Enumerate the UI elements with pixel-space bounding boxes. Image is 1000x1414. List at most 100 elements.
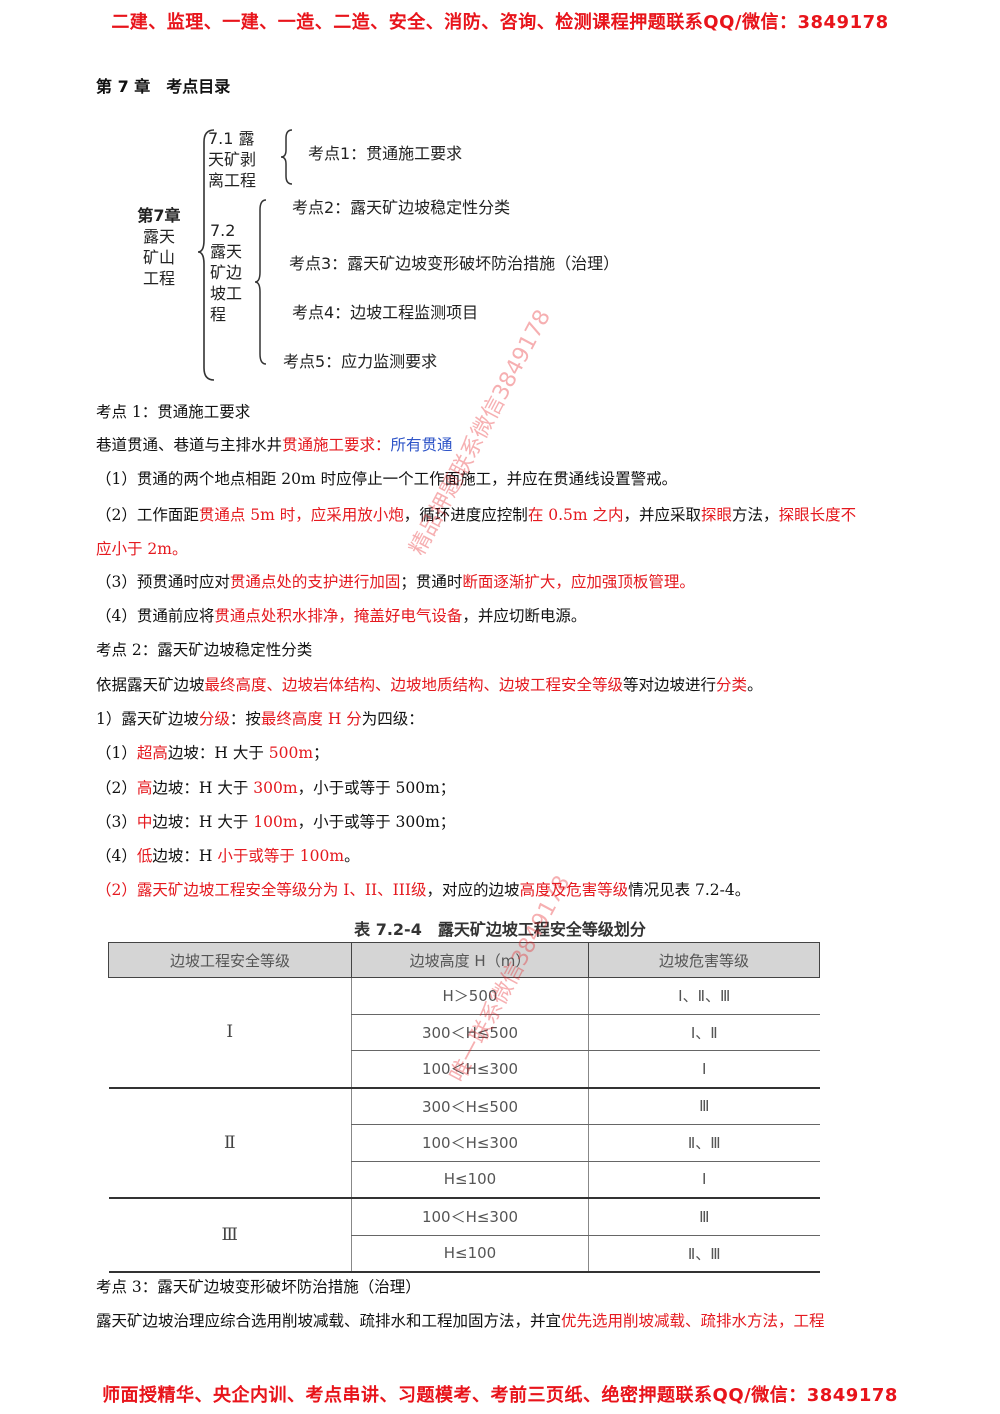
mindmap-root-line: 露天 bbox=[142, 227, 175, 246]
text-span: 为四级： bbox=[361, 710, 424, 728]
height-cell: H≤100 bbox=[351, 1160, 589, 1199]
text-span: 依据露天矿边坡 bbox=[96, 676, 205, 694]
table-header: 边坡危害等级 bbox=[588, 942, 820, 978]
mindmap-section-line: 坡工 bbox=[210, 284, 243, 303]
kd2-heading: 考点 2：露天矿边坡稳定性分类 bbox=[96, 641, 313, 659]
grade-cell: Ⅰ bbox=[108, 977, 352, 1089]
table-row: 100＜H≤300 Ⅰ bbox=[108, 1050, 820, 1089]
text-line: 依据露天矿边坡最终高度、边坡岩体结构、边坡地质结构、边坡工程安全等级等对边坡进行… bbox=[96, 675, 763, 695]
text-line: （2）工作面距贯通点 5m 时，应采用放小炮，循环进度应控制在 0.5m 之内，… bbox=[96, 505, 856, 525]
text-span: ；贯通时 bbox=[400, 573, 463, 591]
highlight-text: 探眼 bbox=[701, 506, 733, 524]
highlight-text: 贯通点处的支护进行加固 bbox=[229, 573, 401, 591]
highlight-text: 100m bbox=[253, 813, 298, 831]
chapter-title: 第 7 章 考点目录 bbox=[96, 77, 231, 96]
text-span: 巷道贯通、巷道与主排水井 bbox=[96, 436, 283, 454]
highlight-text: 贯通施工要求： bbox=[282, 436, 391, 454]
mindmap-root: 第7章 露天 矿山 工程 bbox=[136, 205, 182, 289]
grade-cell: Ⅲ bbox=[108, 1197, 352, 1273]
highlight-text: 500m bbox=[268, 744, 314, 762]
table-row: H≤100 Ⅱ、Ⅲ bbox=[109, 1234, 820, 1273]
highlight-text: 探眼长度不 bbox=[778, 506, 857, 524]
text-span: 。 bbox=[344, 847, 360, 865]
height-cell: 100＜H≤300 bbox=[351, 1124, 589, 1162]
section2-brace bbox=[254, 199, 267, 365]
text-span: ，并应采取 bbox=[623, 506, 702, 524]
text-line: （2）高边坡：H 大于 300m，小于或等于 500m； bbox=[96, 778, 455, 798]
text-span: ，对应的边坡 bbox=[426, 881, 520, 899]
root-brace bbox=[197, 129, 215, 381]
height-cell: 100＜H≤300 bbox=[351, 1050, 589, 1089]
table-row: H≤100 Ⅰ bbox=[109, 1160, 820, 1199]
highlight-text: 最终高度 H 分 bbox=[260, 710, 362, 728]
height-cell: 300＜H≤500 bbox=[351, 1013, 589, 1051]
highlight-text: 低 bbox=[136, 847, 153, 865]
highlight-text: 300m bbox=[253, 779, 298, 797]
text-span: （2）工作面距 bbox=[96, 506, 199, 524]
table-row: Ⅰ H＞500 Ⅰ、Ⅱ、Ⅲ bbox=[108, 977, 820, 1089]
text-span: 边坡：H bbox=[152, 847, 218, 865]
text-span: 边坡：H 大于 bbox=[152, 813, 254, 831]
highlight-text: 分类 bbox=[716, 676, 748, 694]
hazard-cell: Ⅰ、Ⅱ bbox=[588, 1013, 820, 1051]
hazard-cell: Ⅰ bbox=[588, 1050, 820, 1089]
highlight-text: 所有贯通 bbox=[390, 436, 453, 454]
mindmap-section-line: 7.1 露 bbox=[208, 129, 255, 148]
highlight-text: 最终高度、边坡岩体结构、边坡地质结构、边坡工程安全等级 bbox=[204, 676, 624, 694]
text-line: （2）露天矿边坡工程安全等级分为 I、II、III级，对应的边坡高度及危害等级情… bbox=[96, 880, 750, 900]
hazard-cell: Ⅲ bbox=[588, 1197, 820, 1236]
table-row: 100＜H≤300 Ⅱ、Ⅲ bbox=[109, 1124, 820, 1162]
text-span: 露天矿边坡治理应综合选用削坡减载、疏排水和工程加固方法，并宜 bbox=[96, 1312, 562, 1330]
text-line: （1）超高边坡：H 大于 500m； bbox=[96, 743, 329, 763]
text-span: 等对边坡进行 bbox=[623, 676, 717, 694]
text-span: ：按 bbox=[229, 710, 261, 728]
highlight-text: 贯通点 5m 时，应采用放小炮 bbox=[198, 506, 404, 524]
text-span: （4）贯通前应将 bbox=[96, 607, 215, 625]
highlight-text: 高度及危害等级 bbox=[519, 881, 629, 899]
text-span: 边坡：H 大于 bbox=[167, 744, 269, 762]
hazard-cell: Ⅲ bbox=[588, 1087, 820, 1125]
highlight-text: （2）露天矿边坡工程 bbox=[96, 881, 246, 899]
mindmap-kd5: 考点5：应力监测要求 bbox=[283, 352, 438, 371]
text-span: （3）预贯通时应对 bbox=[96, 573, 230, 591]
text-line: 露天矿边坡治理应综合选用削坡减载、疏排水和工程加固方法，并宜优先选用削坡减载、疏… bbox=[96, 1311, 825, 1331]
mindmap-section-7-1: 7.1 露 天矿剥 离工程 bbox=[208, 128, 268, 191]
mindmap-section-7-2: 7.2 露天 矿边 坡工 程 bbox=[210, 220, 250, 325]
highlight-text: 安全等级分为 I、II、III级 bbox=[245, 881, 427, 899]
highlight-text: 小于或等于 100m bbox=[217, 847, 345, 865]
text-line: （4）贯通前应将贯通点处积水排净，掩盖好电气设备，并应切断电源。 bbox=[96, 606, 586, 626]
table-title: 表 7.2-4 露天矿边坡工程安全等级划分 bbox=[354, 920, 646, 939]
grade-cell: Ⅱ bbox=[108, 1087, 352, 1199]
table-row: Ⅲ 100＜H≤300 Ⅲ bbox=[108, 1197, 820, 1273]
height-cell: 100＜H≤300 bbox=[351, 1197, 589, 1236]
slope-grade-table: 边坡工程安全等级 边坡高度 H（m） 边坡危害等级 Ⅰ H＞500 Ⅰ、Ⅱ、Ⅲ … bbox=[108, 942, 820, 1273]
mindmap-root-line: 第7章 bbox=[137, 206, 181, 225]
header-banner: 二建、监理、一建、一造、二造、安全、消防、咨询、检测课程押题联系QQ/微信：38… bbox=[111, 12, 889, 33]
kd1-heading: 考点 1：贯通施工要求 bbox=[96, 403, 251, 421]
table-header: 边坡工程安全等级 bbox=[108, 942, 352, 978]
mindmap-root-line: 矿山 bbox=[142, 248, 175, 267]
mindmap-kd1: 考点1：贯通施工要求 bbox=[308, 144, 463, 163]
text-span: 边坡：H 大于 bbox=[152, 779, 254, 797]
text-span: ，小于或等于 500m； bbox=[297, 779, 456, 797]
mindmap-section-line: 7.2 bbox=[210, 221, 236, 240]
mindmap-section-line: 离工程 bbox=[208, 171, 257, 190]
highlight-text: 中 bbox=[136, 813, 153, 831]
height-cell: H＞500 bbox=[351, 977, 589, 1015]
text-line: （1）贯通的两个地点相距 20m 时应停止一个工作面施工，并应在贯通线设置警戒。 bbox=[96, 470, 678, 488]
text-line: （3）中边坡：H 大于 100m，小于或等于 300m； bbox=[96, 812, 455, 832]
mindmap-section-line: 矿边 bbox=[210, 263, 243, 282]
highlight-text: 断面逐渐扩大，应加强顶板管理。 bbox=[462, 573, 695, 591]
mindmap-section-line: 天矿剥 bbox=[208, 150, 257, 169]
mindmap-section-line: 露天 bbox=[210, 242, 243, 261]
hazard-cell: Ⅱ、Ⅲ bbox=[588, 1124, 820, 1162]
hazard-cell: Ⅰ、Ⅱ、Ⅲ bbox=[588, 977, 820, 1015]
hazard-cell: Ⅱ、Ⅲ bbox=[588, 1234, 820, 1273]
text-span: （2） bbox=[96, 779, 137, 797]
height-cell: H≤100 bbox=[351, 1234, 589, 1273]
hazard-cell: Ⅰ bbox=[588, 1160, 820, 1199]
text-span: 情况见表 7.2-4。 bbox=[628, 881, 751, 899]
table-header-row: 边坡工程安全等级 边坡高度 H（m） 边坡危害等级 bbox=[108, 942, 820, 978]
table-header: 边坡高度 H（m） bbox=[351, 942, 589, 978]
text-span: ； bbox=[313, 744, 329, 762]
